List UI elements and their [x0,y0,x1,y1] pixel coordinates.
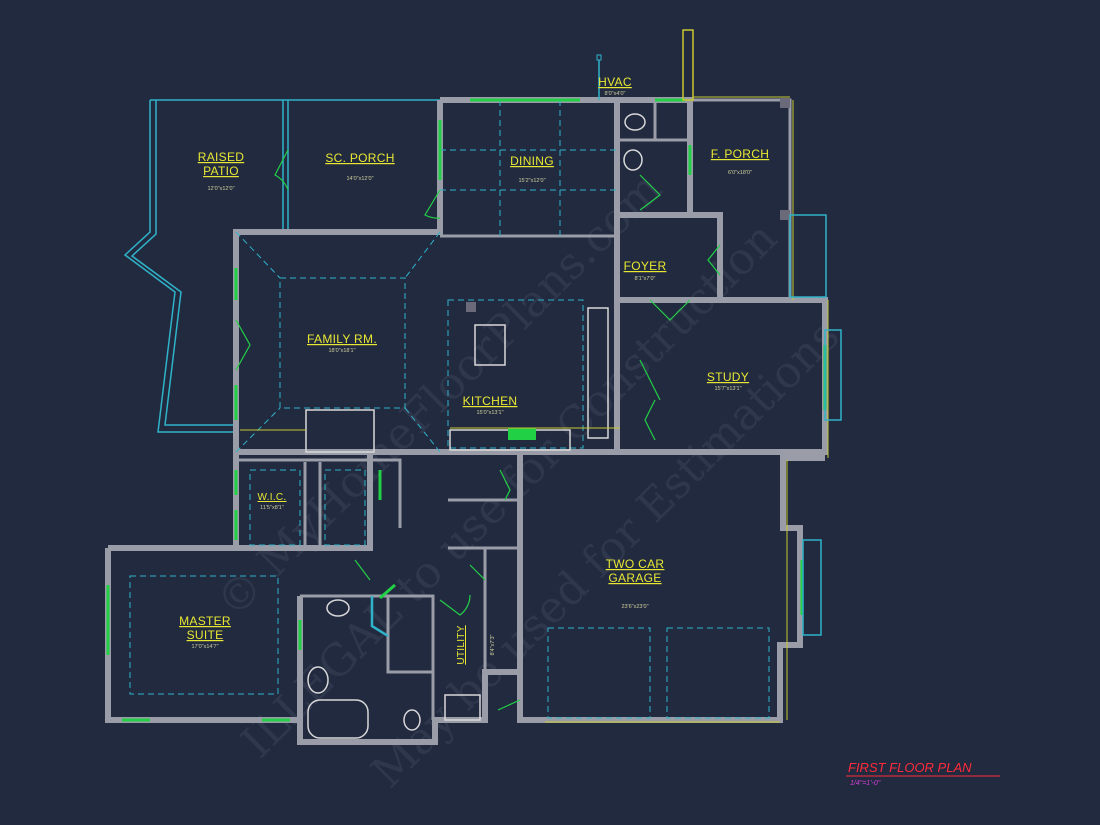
raised-patio-dims: 12'0"x12'0" [207,186,234,192]
garage-name: TWO CAR [606,557,665,571]
utility-dims: 8'4"x7'3" [490,634,496,655]
room-raised-patio: RAISED PATIO 12'0"x12'0" [198,150,245,192]
room-wic: W.I.C. 11'5"x8'1" [257,492,286,511]
title-block: FIRST FLOOR PLAN 1/4"=1'-0" [846,760,1000,787]
room-master-suite: MASTER SUITE 17'0"x14'7" [179,614,231,650]
room-hvac: HVAC 8'0"x4'0" [598,75,632,97]
room-utility: UTILITY 8'4"x7'3" [456,625,496,664]
room-family-rm: FAMILY RM. 18'0"x18'1" [307,332,377,354]
f-porch-dims: 6'0"x18'0" [728,170,752,176]
dining-name: DINING [510,154,554,168]
ceiling-lines [129,100,770,719]
room-two-car-garage: TWO CAR GARAGE 23'6"x23'0" [606,557,665,610]
room-dining: DINING 15'2"x12'0" [510,154,554,184]
wic-name: W.I.C. [257,492,286,503]
wic-dims: 11'5"x8'1" [260,505,284,511]
room-labels: RAISED PATIO 12'0"x12'0" SC. PORCH 14'0"… [179,75,769,665]
foyer-dims: 8'1"x7'0" [635,276,656,282]
dining-dims: 15'2"x12'0" [518,178,545,184]
sc-porch-name: SC. PORCH [325,151,394,165]
room-kitchen: KITCHEN 15'0"x13'1" [463,394,518,416]
raised-patio-name-2: PATIO [203,164,239,178]
f-porch-name: F. PORCH [711,147,769,161]
room-sc-porch: SC. PORCH 14'0"x12'0" [325,151,394,182]
master-suite-name-2: SUITE [187,628,224,642]
study-name: STUDY [707,370,749,384]
kitchen-name: KITCHEN [463,394,518,408]
raised-patio-outline [123,99,440,433]
foyer-name: FOYER [624,259,667,273]
room-f-porch: F. PORCH 6'0"x18'0" [711,147,769,176]
fixtures [305,98,790,739]
raised-patio-name: RAISED [198,150,245,164]
master-suite-name: MASTER [179,614,231,628]
doors [235,149,721,711]
garage-dims: 23'6"x23'0" [621,604,648,610]
garage-name-2: GARAGE [608,571,661,585]
kitchen-dims: 15'0"x13'1" [476,410,503,416]
plan-scale: 1/4"=1'-0" [850,780,881,787]
utility-name: UTILITY [456,625,467,664]
study-dims: 15'7"x13'1" [714,386,741,392]
hvac-name: HVAC [598,75,632,89]
watermark: © MyHomeFloorPlans.com ILLEGAL to use fo… [207,163,850,798]
family-rm-name: FAMILY RM. [307,332,377,346]
plan-title: FIRST FLOOR PLAN [848,760,972,775]
room-foyer: FOYER 8'1"x7'0" [624,259,667,282]
hvac-dims: 8'0"x4'0" [605,91,626,97]
sc-porch-dims: 14'0"x12'0" [346,176,373,182]
master-suite-dims: 17'0"x14'7" [191,644,218,650]
walls [105,97,828,745]
exterior-details [240,29,842,723]
room-study: STUDY 15'7"x13'1" [707,370,749,392]
family-rm-dims: 18'0"x18'1" [328,348,355,354]
